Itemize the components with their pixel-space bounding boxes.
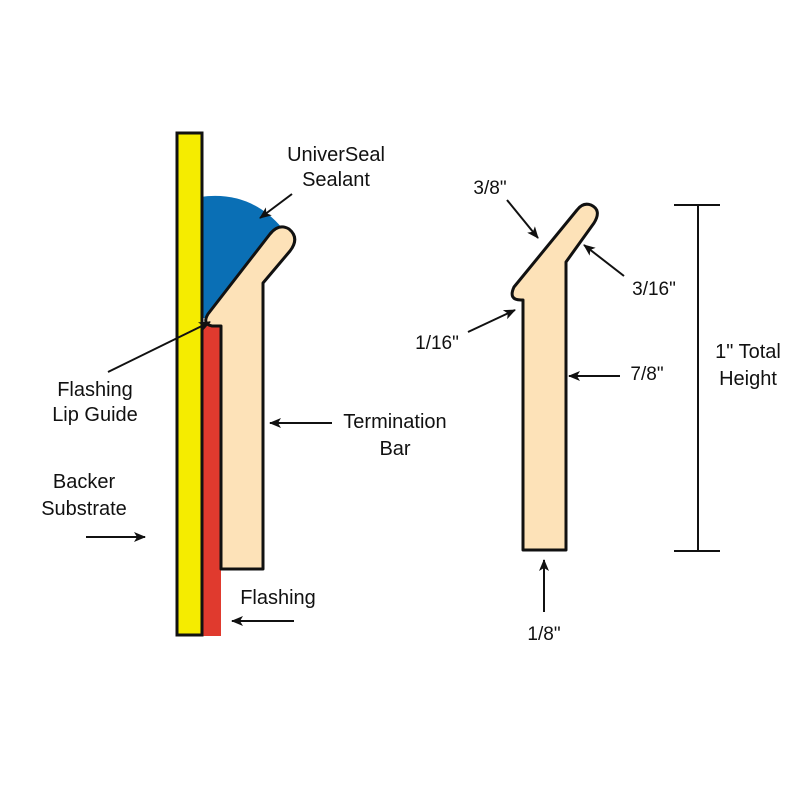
dim-3-16-arrow — [583, 244, 625, 277]
backer-substrate — [175, 131, 204, 637]
dim-1-8-label: 1/8" — [527, 624, 560, 645]
dim-3-8-arrow — [506, 199, 539, 239]
sealant-bead — [200, 195, 282, 318]
dim-1-16-label: 1/16" — [415, 333, 459, 354]
dim-7-8-label: 7/8" — [630, 364, 663, 385]
lip-guide-arrow — [107, 321, 211, 373]
dim-1-16-arrow — [467, 309, 516, 333]
sealant-label-line2: Sealant — [302, 169, 370, 191]
flashing-label: Flashing — [240, 587, 316, 609]
backer-label-line2: Substrate — [41, 498, 127, 520]
termination-bar-label-line2: Bar — [379, 438, 410, 460]
sealant-label-line1: UniverSeal — [287, 144, 385, 166]
dim-3-8-label: 3/8" — [473, 178, 506, 199]
lip-guide-label-line1: Flashing — [57, 379, 133, 401]
sealant-arrow — [259, 193, 293, 219]
backer-label-line1: Backer — [53, 471, 116, 493]
termination-bar-profile — [510, 202, 599, 552]
termination-bar-label-line1: Termination — [343, 411, 446, 433]
lip-guide-label-line2: Lip Guide — [52, 404, 138, 426]
height-label-bg — [708, 336, 792, 392]
total-height-label-line2: Height — [719, 368, 777, 390]
flashing-strip — [202, 322, 221, 636]
total-height-label-line1: 1" Total — [715, 341, 781, 363]
dim-3-16-label: 3/16" — [632, 279, 676, 300]
